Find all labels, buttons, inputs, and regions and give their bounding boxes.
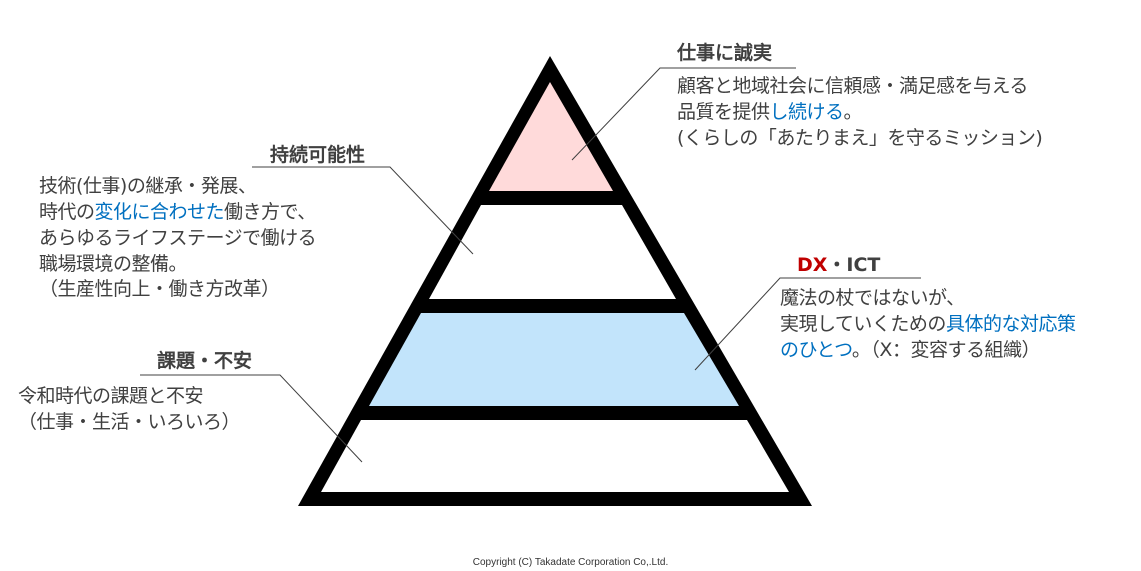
pyramid-tier-top (489, 82, 613, 191)
sustain-heading: 持続可能性 (270, 144, 366, 166)
pyramid-tier-3 (369, 313, 739, 406)
highlight-text: のひとつ (780, 339, 852, 361)
text: 働き方で、 (224, 201, 316, 223)
sustain-line-4: 職場環境の整備。 (39, 253, 188, 275)
copyright: Copyright (C) Takadate Corporation Co,.L… (472, 557, 669, 568)
top-line-3: (くらしの「あたりまえ」を守るミッション) (677, 127, 1043, 149)
sustain-line-3: あらゆるライフステージで働ける (39, 227, 317, 249)
text: 実現していくための (780, 313, 946, 335)
leader-line-issues (140, 374, 363, 463)
sustain-line-5: （生産性向上・働き方改革） (39, 278, 280, 300)
dx-line-1: 魔法の杖ではないが、 (780, 287, 965, 309)
issues-line-2: （仕事・生活・いろいろ） (18, 411, 241, 433)
dx-text: DX (797, 254, 828, 276)
text: 品質を提供 (677, 101, 770, 123)
top-line-1: 顧客と地域社会に信頼感・満足感を与える (677, 75, 1028, 97)
top-heading: 仕事に誠実 (677, 42, 773, 64)
top-line-2: 品質を提供し続ける。 (677, 99, 863, 125)
dx-line-3: のひとつ。（X：変容する組織） (780, 337, 1040, 363)
issues-heading: 課題・不安 (157, 350, 253, 372)
leader-line-dx (694, 277, 921, 371)
pyramid-tier-2 (429, 205, 676, 299)
dx-heading: DX・ICT (797, 250, 880, 277)
leader-line-sustain (252, 166, 474, 255)
text: 。（X：変容する組織） (851, 339, 1041, 361)
highlight-text: 具体的な対応策 (945, 313, 1076, 335)
issues-line-1: 令和時代の課題と不安 (18, 385, 204, 407)
sustain-line-2: 時代の変化に合わせた働き方で、 (39, 199, 316, 225)
highlight-text: し続ける (769, 101, 845, 123)
leader-line-top (571, 67, 796, 161)
pyramid-tier-base (321, 420, 789, 492)
sustain-line-1: 技術(仕事)の継承・発展、 (39, 175, 257, 197)
dx-line-2: 実現していくための具体的な対応策 (780, 311, 1076, 337)
highlight-text: 変化に合わせた (94, 201, 225, 223)
ict-text: ・ICT (827, 254, 881, 276)
text: 時代の (39, 201, 95, 223)
text: 。 (843, 101, 863, 123)
